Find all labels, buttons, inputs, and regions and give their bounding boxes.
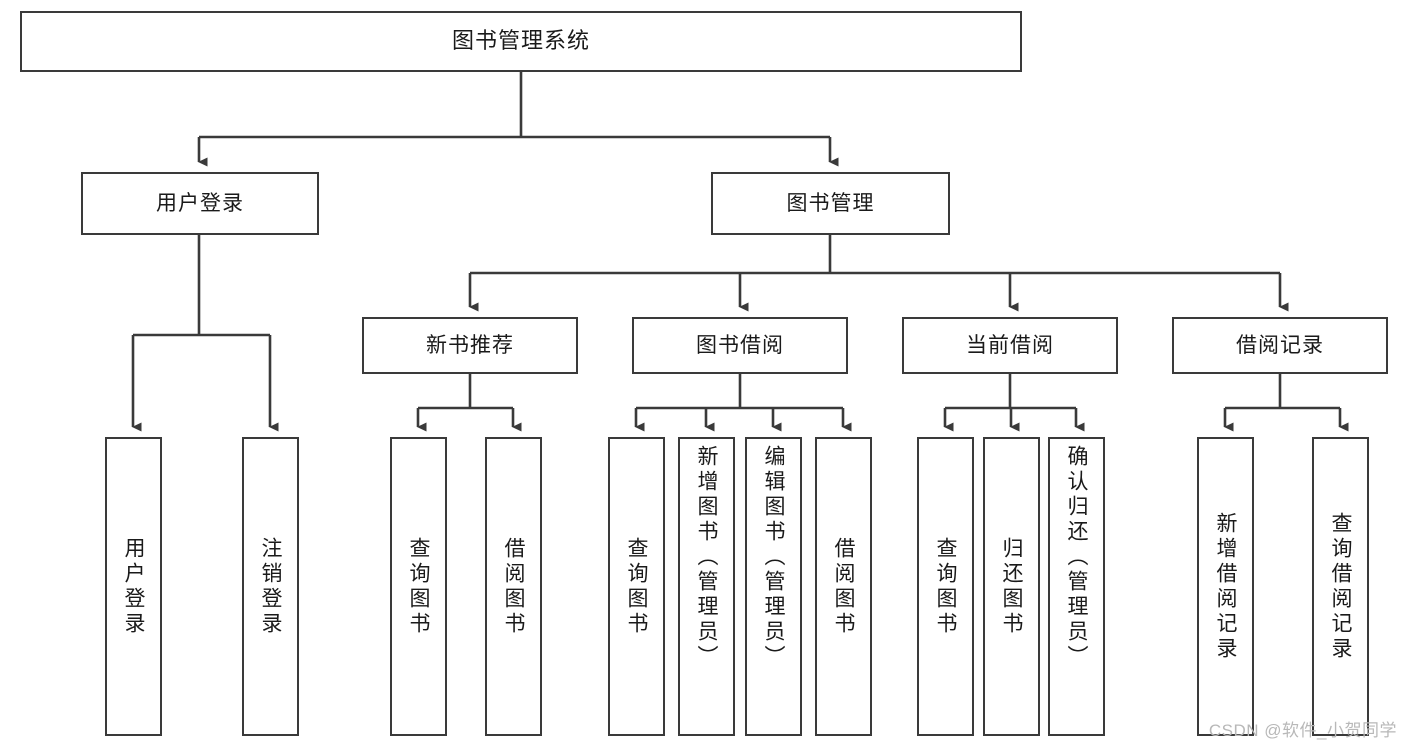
- node-label: 查询图书: [625, 536, 648, 637]
- node-label: 图书管理: [786, 191, 875, 215]
- leaf-record-add-record[interactable]: 新增借阅记录: [1197, 437, 1254, 736]
- node-label: 查询借阅记录: [1329, 511, 1352, 662]
- node-label: 用户登录: [122, 536, 145, 637]
- leaf-borrow-query-book[interactable]: 查询图书: [608, 437, 665, 736]
- node-label: 查询图书: [934, 536, 957, 637]
- node-root-system[interactable]: 图书管理系统: [20, 11, 1022, 72]
- node-label: 新增图书（管理员）: [695, 445, 718, 670]
- node-book-borrow[interactable]: 图书借阅: [632, 317, 848, 374]
- leaf-record-query-record[interactable]: 查询借阅记录: [1312, 437, 1369, 736]
- node-book-management[interactable]: 图书管理: [711, 172, 950, 235]
- leaf-borrow-borrow-book[interactable]: 借阅图书: [815, 437, 872, 736]
- node-label: 用户登录: [156, 191, 244, 215]
- node-label: 查询图书: [407, 536, 430, 637]
- leaf-current-return-book[interactable]: 归还图书: [983, 437, 1040, 736]
- leaf-user-login-signout[interactable]: 注销登录: [242, 437, 299, 736]
- node-label: 当前借阅: [966, 333, 1054, 357]
- node-label: 编辑图书（管理员）: [762, 445, 785, 670]
- node-label: 新书推荐: [426, 333, 514, 357]
- leaf-borrow-edit-book-admin[interactable]: 编辑图书（管理员）: [745, 437, 802, 736]
- leaf-current-query-book[interactable]: 查询图书: [917, 437, 974, 736]
- node-label: 归还图书: [1000, 536, 1023, 637]
- node-new-book-recommend[interactable]: 新书推荐: [362, 317, 578, 374]
- leaf-current-confirm-return-admin[interactable]: 确认归还（管理员）: [1048, 437, 1105, 736]
- node-borrow-record[interactable]: 借阅记录: [1172, 317, 1388, 374]
- node-label: 新增借阅记录: [1214, 511, 1237, 662]
- node-label: 借阅记录: [1236, 333, 1324, 357]
- node-label: 图书借阅: [696, 333, 784, 357]
- node-label: 借阅图书: [832, 536, 855, 637]
- node-label: 图书管理系统: [451, 28, 590, 54]
- leaf-recommend-borrow-book[interactable]: 借阅图书: [485, 437, 542, 736]
- node-current-borrow[interactable]: 当前借阅: [902, 317, 1118, 374]
- node-label: 确认归还（管理员）: [1065, 445, 1088, 670]
- node-label: 借阅图书: [502, 536, 525, 637]
- node-user-login[interactable]: 用户登录: [81, 172, 319, 235]
- leaf-recommend-query-book[interactable]: 查询图书: [390, 437, 447, 736]
- node-label: 注销登录: [259, 536, 282, 637]
- watermark-text: CSDN @软件_小贺同学: [1208, 721, 1397, 740]
- leaf-borrow-add-book-admin[interactable]: 新增图书（管理员）: [678, 437, 735, 736]
- leaf-user-login-signin[interactable]: 用户登录: [105, 437, 162, 736]
